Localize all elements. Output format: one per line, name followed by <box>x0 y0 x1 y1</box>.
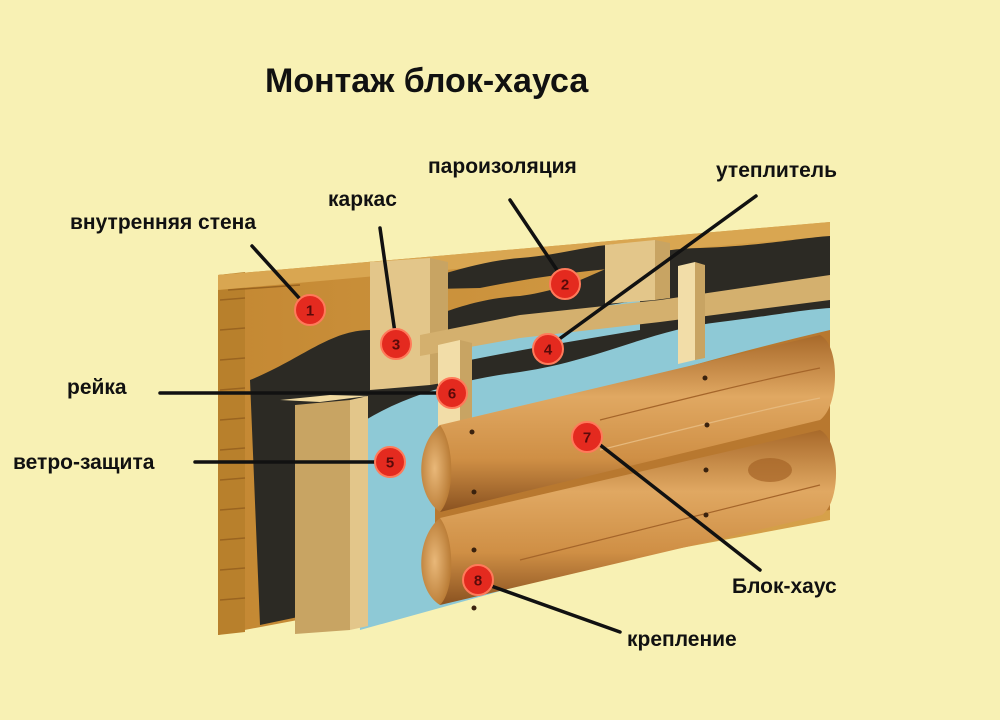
pointer-lines <box>158 194 762 634</box>
label-vapor-barrier: пароизоляция <box>428 155 577 178</box>
label-batten: рейка <box>67 376 127 399</box>
diagram-title: Монтаж блок-хауса <box>265 62 589 100</box>
marker-2-icon: 2 <box>549 268 581 300</box>
label-fastening: крепление <box>627 628 737 651</box>
svg-text:5: 5 <box>386 455 394 472</box>
marker-8-icon: 8 <box>462 564 494 596</box>
marker-3-icon: 3 <box>380 328 412 360</box>
svg-text:4: 4 <box>544 342 553 359</box>
label-insulation: утеплитель <box>716 159 838 182</box>
marker-5-icon: 5 <box>374 446 406 478</box>
svg-text:3: 3 <box>392 337 400 354</box>
marker-4-icon: 4 <box>532 333 564 365</box>
svg-text:2: 2 <box>561 277 569 294</box>
label-inner-wall: внутренняя стена <box>70 211 257 234</box>
markers: 1 2 3 4 5 6 7 8 <box>294 268 603 596</box>
svg-text:8: 8 <box>474 573 482 590</box>
label-frame: каркас <box>328 188 397 211</box>
label-wind-barrier: ветро-защита <box>13 451 155 474</box>
marker-1-icon: 1 <box>294 294 326 326</box>
svg-text:7: 7 <box>583 430 591 447</box>
marker-6-icon: 6 <box>436 377 468 409</box>
marker-7-icon: 7 <box>571 421 603 453</box>
block-house-logs <box>421 330 837 611</box>
svg-text:1: 1 <box>306 303 314 320</box>
svg-text:6: 6 <box>448 386 456 403</box>
label-block-house: Блок-хаус <box>732 575 837 598</box>
